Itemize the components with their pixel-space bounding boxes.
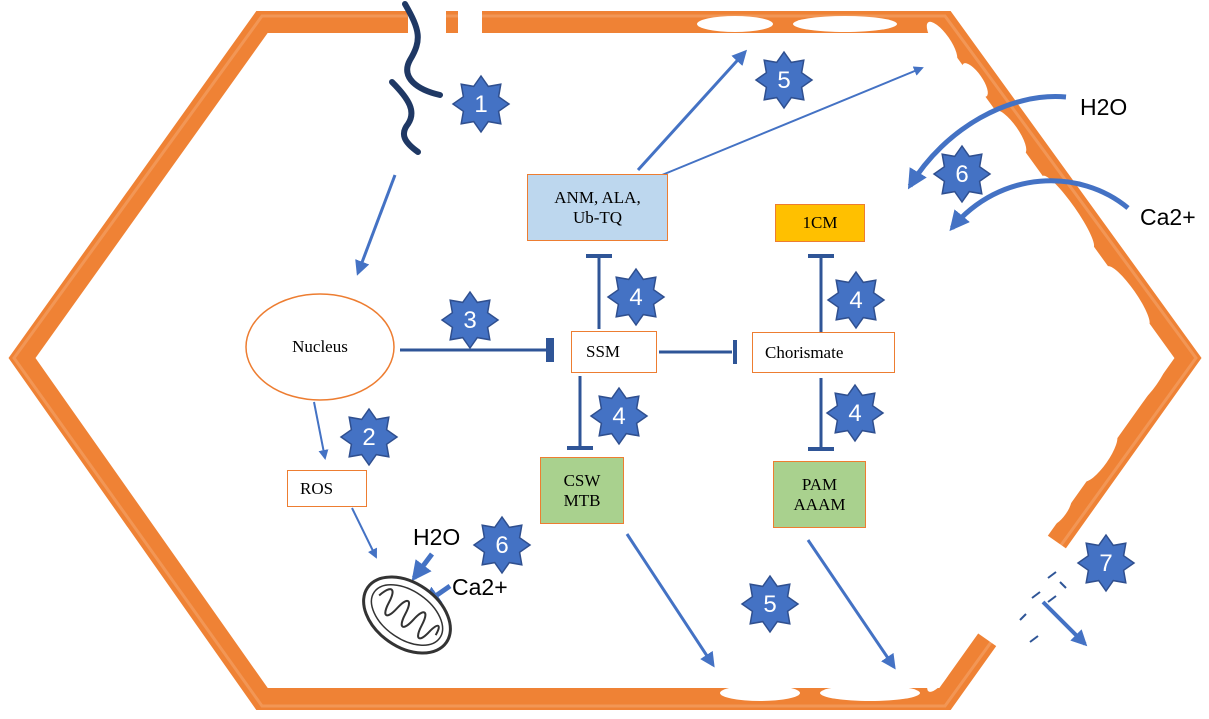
step-badge-4: 4 [589,386,649,446]
one-cm-box: 1CM [775,204,865,242]
star-badge-icon [606,267,666,327]
step-badge-4: 4 [826,270,886,330]
step-badge-5: 5 [740,574,800,634]
step-number: 6 [495,532,508,559]
step-number: 4 [849,287,862,314]
star-badge-icon [825,383,885,443]
membrane-damage [408,8,1169,701]
ca-mito-label: Ca2+ [452,574,508,600]
chorismate-box: Chorismate [752,332,895,373]
star-badge-icon [472,515,532,575]
star-badge-icon [589,386,649,446]
leak-fragments [1019,571,1067,643]
step-number: 5 [763,591,776,618]
activation-arrows [313,49,1130,670]
step-badge-4: 4 [606,267,666,327]
h2o-outer-label: H2O [1080,94,1128,120]
pam-aaam-box: PAM AAAM [773,461,866,528]
h2o-mito-label: H2O [413,524,461,550]
step-number: 4 [629,284,642,311]
star-badge-icon [754,50,814,110]
star-badge-icon [339,407,399,467]
step-number: 7 [1099,550,1112,577]
step-number: 6 [955,161,968,188]
star-badge-icon [826,270,886,330]
ros-box: ROS [287,470,367,507]
star-badge-icon [740,574,800,634]
step-number: 4 [848,400,861,427]
step-badge-5: 5 [754,50,814,110]
step-badge-3: 3 [440,290,500,350]
step-number: 3 [463,307,476,334]
step-badge-1: 1 [451,74,511,134]
step-badge-6: 6 [472,515,532,575]
nucleus-shape [245,293,395,401]
nucleus-label: Nucleus [292,337,348,356]
step-number: 1 [474,91,487,118]
anm-ala-ubtq-box: ANM, ALA, Ub-TQ [527,174,668,241]
inhibition-lines [400,254,834,451]
step-number: 4 [612,403,625,430]
step-badge-2: 2 [339,407,399,467]
cell-membrane [8,10,1202,710]
ssm-box: SSM [571,331,657,373]
step-badge-6: 6 [932,144,992,204]
step-badges: 1 2 3 4 4 4 4 5 5 6 6 7 [339,50,1136,634]
step-badge-4: 4 [825,383,885,443]
star-badge-icon [1076,533,1136,593]
step-number: 5 [777,67,790,94]
receptor-icon [389,1,443,155]
mitochondrion-icon [362,575,452,655]
star-badge-icon [932,144,992,204]
ca-outer-label: Ca2+ [1140,204,1196,230]
step-badge-7: 7 [1076,533,1136,593]
step-number: 2 [362,424,375,451]
star-badge-icon [440,290,500,350]
star-badge-icon [451,74,511,134]
csw-mtb-box: CSW MTB [540,457,624,524]
